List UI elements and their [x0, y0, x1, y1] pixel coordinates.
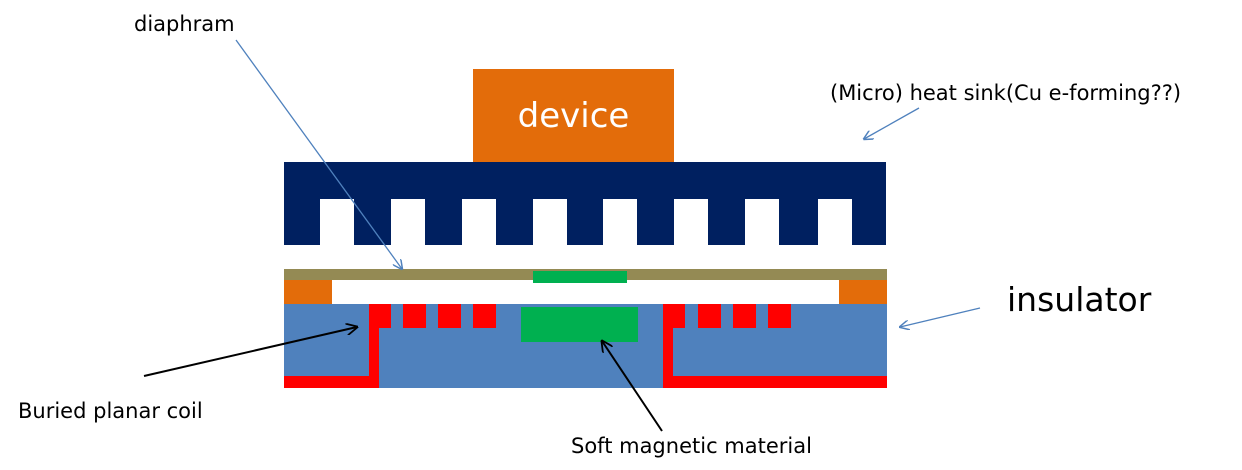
buried-coil-label: Buried planar coil: [18, 399, 203, 423]
diaphragm-magnetic-patch: [533, 271, 627, 283]
soft-magnetic-block: [521, 307, 638, 342]
device-label: device: [517, 95, 630, 136]
heat-sink: [284, 162, 886, 245]
coil-turn: [733, 304, 756, 328]
spacer-right: [839, 280, 887, 304]
insulator-leader-arrow: [900, 307, 981, 327]
coil-turn: [438, 304, 461, 328]
coil-turn: [698, 304, 721, 328]
soft-magnetic-label: Soft magnetic material: [571, 434, 812, 458]
coil-turn: [473, 304, 496, 328]
coil-turn: [403, 304, 426, 328]
device-block: [473, 69, 674, 162]
diaphram-leader-arrow: [235, 39, 402, 269]
spacer-left: [284, 280, 332, 304]
heat-sink-label: (Micro) heat sink(Cu e-forming??): [830, 81, 1182, 105]
heat-sink-leader-arrow: [864, 107, 920, 139]
insulator-label: insulator: [1007, 280, 1152, 319]
soft-magnetic-leader-arrow: [602, 341, 663, 432]
coil-leader-arrow: [143, 327, 357, 377]
coil-trace-right: [663, 304, 887, 388]
coil-trace-left: [284, 304, 391, 388]
diaphram-label: diaphram: [134, 12, 235, 36]
coil-turn: [768, 304, 791, 328]
